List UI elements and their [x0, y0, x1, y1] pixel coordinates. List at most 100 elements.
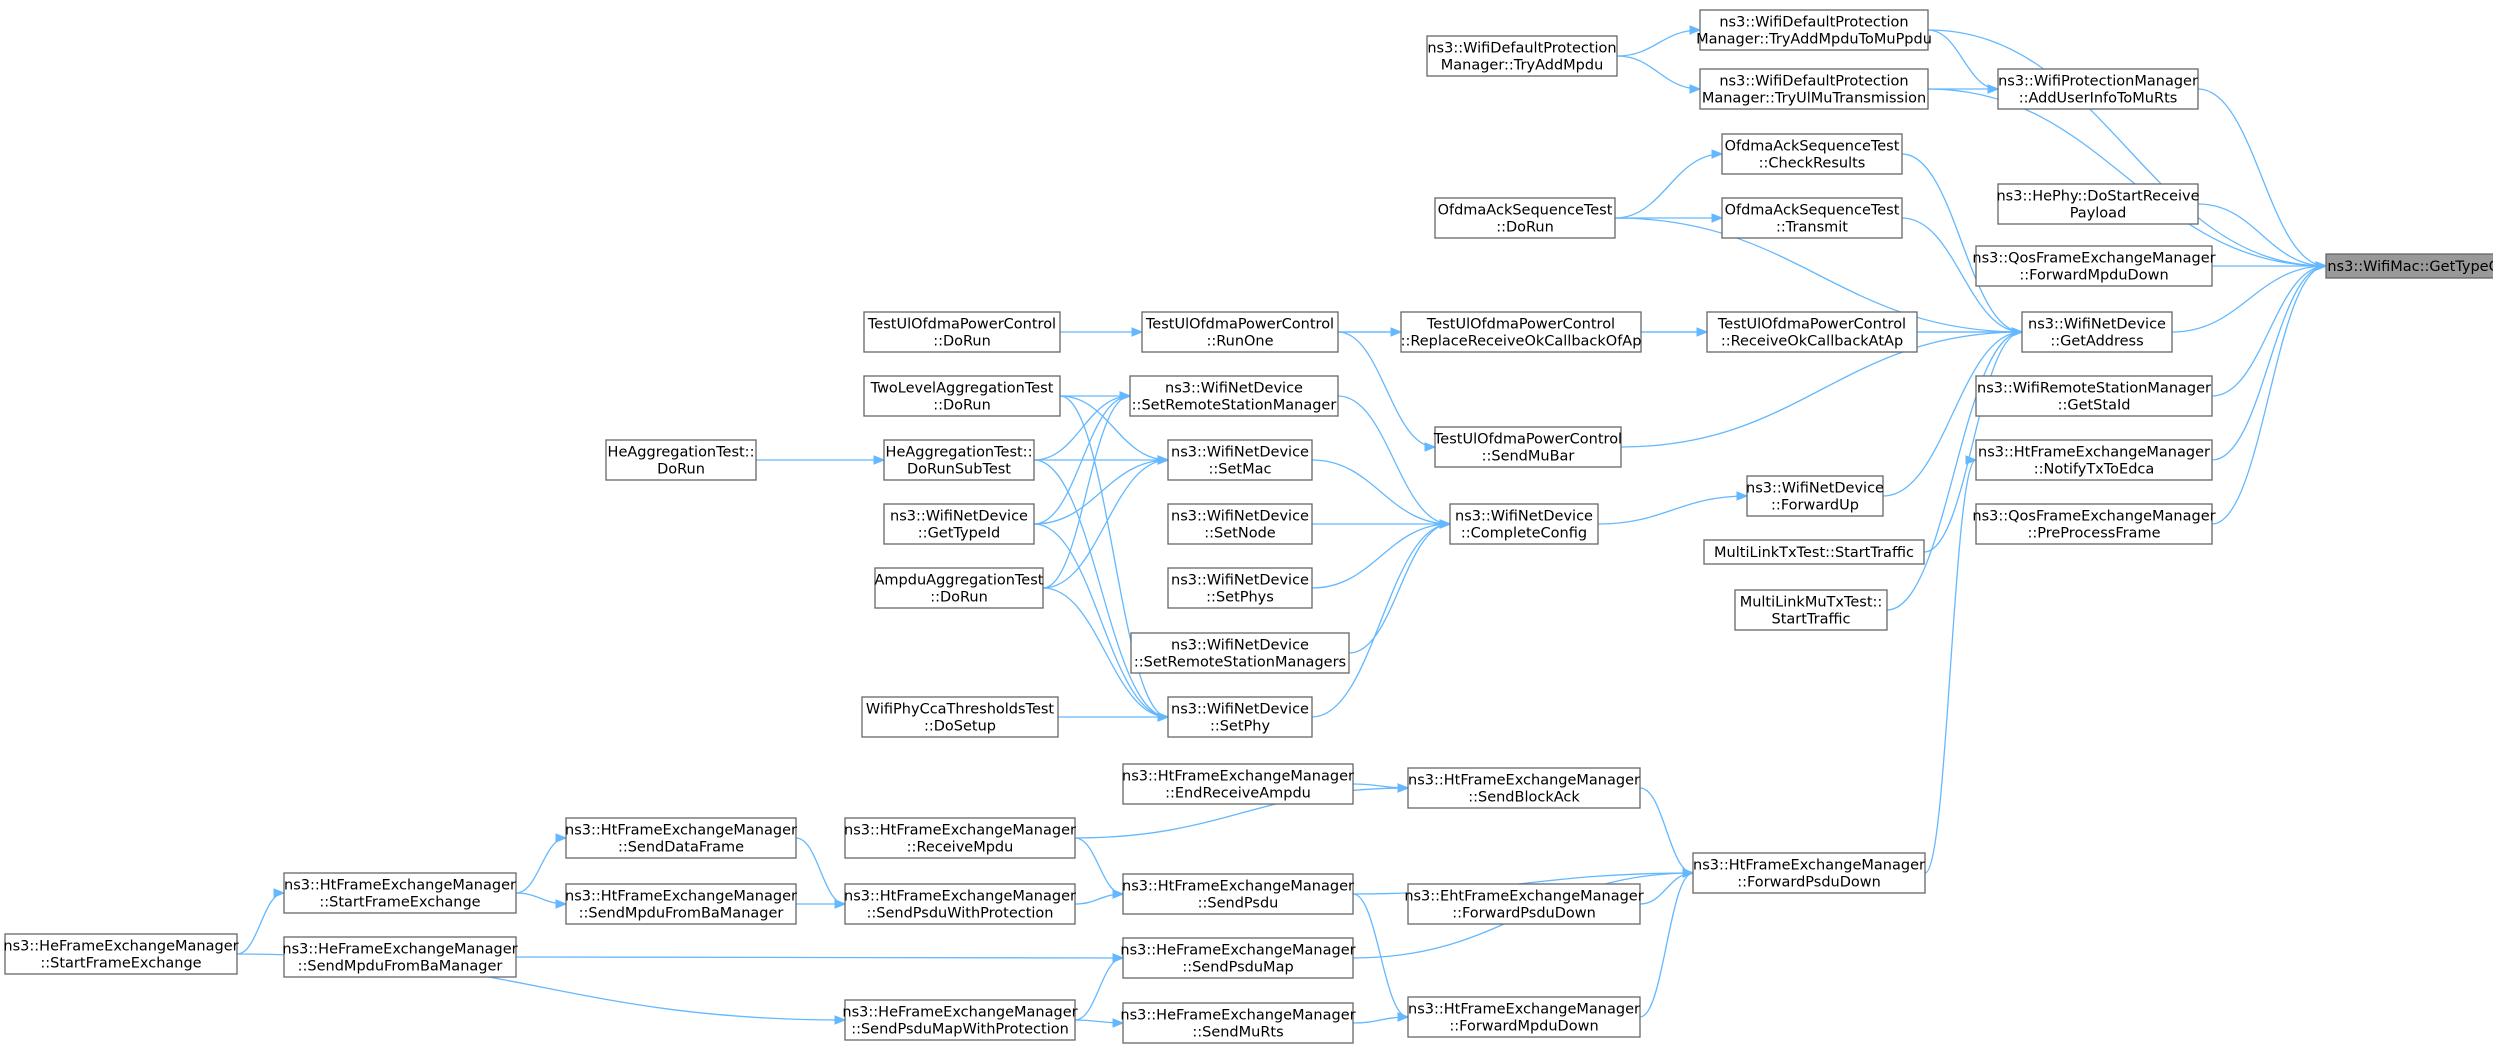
node-wnd-setphys[interactable]: ns3::WifiNetDevice::SetPhys — [1167, 567, 1313, 609]
node-label: ::ForwardMpduDown — [2019, 268, 2168, 284]
node-wdpm-tryulmu[interactable]: ns3::WifiDefaultProtectionManager::TryUl… — [1699, 68, 1929, 110]
node-tlat-dorun[interactable]: TwoLevelAggregationTest::DoRun — [863, 375, 1061, 417]
node-label: ::SetNode — [1204, 526, 1276, 542]
node-mlmutt-starttraffic[interactable]: MultiLinkMuTxTest::StartTraffic — [1734, 589, 1888, 631]
edge — [1057, 712, 1170, 722]
node-oast-dorun[interactable]: OfdmaAckSequenceTest::DoRun — [1434, 197, 1616, 239]
node-htfem-senddataframe[interactable]: ns3::HtFrameExchangeManager::SendDataFra… — [565, 817, 797, 859]
node-label: ::SendPsduWithProtection — [866, 906, 1053, 922]
node-htfem-receivempdu[interactable]: ns3::HtFrameExchangeManager::ReceiveMpdu — [844, 817, 1076, 859]
node-box — [1167, 696, 1313, 738]
node-htfem-endreceiveampdu[interactable]: ns3::HtFrameExchangeManager::EndReceiveA… — [1122, 763, 1354, 805]
node-tupc-sendmubar[interactable]: TestUlOfdmaPowerControl::SendMuBar — [1433, 426, 1622, 468]
edge — [2197, 203, 2328, 271]
node-label: ns3::EhtFrameExchangeManager — [1404, 889, 1643, 905]
node-wnd-setnode[interactable]: ns3::WifiNetDevice::SetNode — [1167, 503, 1313, 545]
node-label: ::SendPsdu — [1198, 896, 1279, 912]
node-wdpm-tryaddmpdutomuppdu[interactable]: ns3::WifiDefaultProtectionManager::TryAd… — [1696, 9, 1932, 51]
node-box — [1975, 245, 2213, 287]
node-label: Manager::TryUlMuTransmission — [1702, 91, 1926, 107]
node-box — [844, 999, 1076, 1041]
edge — [1616, 25, 1702, 57]
node-label: ::SendPsduMapWithProtection — [851, 1022, 1069, 1038]
node-wnd-gettypeid[interactable]: ns3::WifiNetDevice::GetTypeId — [883, 503, 1035, 545]
node-tupc-runone[interactable]: TestUlOfdmaPowerControl::RunOne — [1141, 311, 1339, 353]
node-label: ns3::HtFrameExchangeManager — [1122, 769, 1354, 785]
edge — [515, 833, 568, 894]
node-hefem-startframeexchange[interactable]: ns3::HeFrameExchangeManager::StartFrameE… — [3, 933, 239, 975]
node-box — [1167, 567, 1313, 609]
node-box — [1407, 996, 1641, 1038]
node-hefem-sendpsdumap[interactable]: ns3::HeFrameExchangeManager::SendPsduMap — [1120, 937, 1356, 979]
node-wnd-setremotestationmanagers[interactable]: ns3::WifiNetDevice::SetRemoteStationMana… — [1130, 632, 1350, 674]
node-heat-dorunsubtest[interactable]: HeAggregationTest::DoRunSubTest — [883, 439, 1035, 481]
node-oast-checkresults[interactable]: OfdmaAckSequenceTest::CheckResults — [1721, 133, 1903, 175]
node-tupc-receiveokcb[interactable]: TestUlOfdmaPowerControl::ReceiveOkCallba… — [1706, 311, 1918, 353]
node-qfem-preprocessframe[interactable]: ns3::QosFrameExchangeManager::PreProcess… — [1972, 503, 2216, 545]
node-box — [1407, 883, 1641, 925]
node-wnd-completeconfig[interactable]: ns3::WifiNetDevice::CompleteConfig — [1449, 503, 1599, 545]
root-node[interactable]: ns3::WifiMac::GetTypeOfStation — [2325, 253, 2493, 279]
node-label: ns3::WifiNetDevice — [1171, 445, 1309, 461]
node-box — [565, 817, 797, 859]
node-label: ns3::QosFrameExchangeManager — [1972, 251, 2215, 267]
node-box — [283, 872, 517, 914]
node-box — [1141, 311, 1339, 353]
node-label: ns3::WifiProtectionManager — [1998, 74, 2198, 90]
node-aat-dorun[interactable]: AmpduAggregationTest::DoRun — [874, 567, 1044, 609]
node-label: ns3::HeFrameExchangeManager — [1120, 1008, 1355, 1024]
node-hefem-sendpsdumapwithprot[interactable]: ns3::HeFrameExchangeManager::SendPsduMap… — [842, 999, 1078, 1041]
node-htfem-forwardmpdudown[interactable]: ns3::HtFrameExchangeManager::ForwardMpdu… — [1407, 996, 1641, 1038]
node-hefem-sendmpdufromba[interactable]: ns3::HeFrameExchangeManager::SendMpduFro… — [282, 936, 518, 978]
node-label: ns3::HeFrameExchangeManager — [842, 1005, 1077, 1021]
node-htfem-sendpsduwithprot[interactable]: ns3::HtFrameExchangeManager::SendPsduWit… — [844, 883, 1076, 925]
node-wnd-setmac[interactable]: ns3::WifiNetDevice::SetMac — [1167, 439, 1313, 481]
node-tupc-dorun[interactable]: TestUlOfdmaPowerControl::DoRun — [863, 311, 1061, 353]
node-box — [1706, 311, 1918, 353]
node-label: ::CheckResults — [1759, 156, 1866, 172]
node-wnd-setremotestationmanager[interactable]: ns3::WifiNetDevice::SetRemoteStationMana… — [1129, 375, 1339, 417]
node-box — [1122, 763, 1354, 805]
node-qfem-forwardmpdudown[interactable]: ns3::QosFrameExchangeManager::ForwardMpd… — [1972, 245, 2216, 287]
node-htfem-notifytxtoedca[interactable]: ns3::HtFrameExchangeManager::NotifyTxToE… — [1975, 439, 2213, 481]
node-box — [1167, 439, 1313, 481]
node-wrsm-getstaid[interactable]: ns3::WifiRemoteStationManager::GetStaId — [1975, 375, 2213, 417]
node-box — [1130, 632, 1350, 674]
node-box — [1699, 9, 1929, 51]
node-label: ns3::HeFrameExchangeManager — [3, 939, 238, 955]
node-tupc-replacereceive[interactable]: TestUlOfdmaPowerControl::ReplaceReceiveO… — [1400, 311, 1642, 353]
node-htfem-forwardpsdudown[interactable]: ns3::HtFrameExchangeManager::ForwardPsdu… — [1692, 852, 1926, 894]
node-heat-dorun[interactable]: HeAggregationTest::DoRun — [605, 439, 757, 481]
node-box — [1407, 767, 1641, 809]
node-ehtfem-forwardpsdudown[interactable]: ns3::EhtFrameExchangeManager::ForwardPsd… — [1404, 883, 1644, 925]
node-htfem-sendmpdufromba[interactable]: ns3::HtFrameExchangeManager::SendMpduFro… — [565, 883, 797, 925]
edge — [1042, 455, 1170, 589]
node-wdpm-tryaddmpdu[interactable]: ns3::WifiDefaultProtectionManager::TryAd… — [1426, 35, 1618, 77]
node-wpcct-dosetup[interactable]: WifiPhyCcaThresholdsTest::DoSetup — [861, 696, 1059, 738]
node-htfem-startframeexchange[interactable]: ns3::HtFrameExchangeManager::StartFrameE… — [283, 872, 517, 914]
node-label: TwoLevelAggregationTest — [870, 381, 1054, 397]
node-label: ::NotifyTxToEdca — [2034, 462, 2155, 478]
node-label: OfdmaAckSequenceTest — [1438, 203, 1613, 219]
node-label: ::GetTypeId — [918, 526, 1000, 542]
node-wnd-getaddress[interactable]: ns3::WifiNetDevice::GetAddress — [2021, 311, 2173, 353]
node-wnd-forwardup[interactable]: ns3::WifiNetDevice::ForwardUp — [1746, 475, 1884, 517]
edge — [1614, 149, 1724, 219]
node-label: ::ReceiveMpdu — [907, 840, 1014, 856]
node-box — [883, 439, 1035, 481]
node-oast-transmit[interactable]: OfdmaAckSequenceTest::Transmit — [1721, 197, 1903, 239]
edge — [1042, 391, 1132, 589]
node-htfem-sendblockack[interactable]: ns3::HtFrameExchangeManager::SendBlockAc… — [1407, 767, 1641, 809]
node-wnd-setphy[interactable]: ns3::WifiNetDevice::SetPhy — [1167, 696, 1313, 738]
edge — [1074, 953, 1125, 1021]
node-label: Manager::TryAddMpdu — [1441, 58, 1604, 74]
node-hefem-sendmurts[interactable]: ns3::HeFrameExchangeManager::SendMuRts — [1120, 1002, 1356, 1044]
node-wpm-adduserinfo[interactable]: ns3::WifiProtectionManager::AddUserInfoT… — [1997, 68, 2199, 110]
node-label: ns3::WifiNetDevice — [1171, 573, 1309, 589]
node-box — [863, 375, 1061, 417]
node-mltt-starttraffic[interactable]: MultiLinkTxTest::StartTraffic — [1703, 539, 1925, 565]
node-label: TestUlOfdmaPowerControl — [1433, 432, 1622, 448]
edge — [1311, 519, 1452, 589]
node-htfem-sendpsdu[interactable]: ns3::HtFrameExchangeManager::SendPsdu — [1122, 873, 1354, 915]
